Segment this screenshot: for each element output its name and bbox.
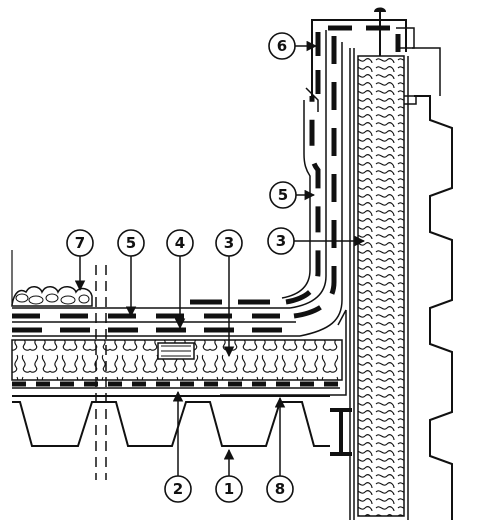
callout-3a: 3 bbox=[215, 229, 243, 358]
callout-5a-text: 5 bbox=[126, 234, 136, 252]
callout-2-text: 2 bbox=[173, 480, 183, 498]
callout-8-text: 8 bbox=[275, 480, 285, 498]
callout-5b: 5 bbox=[269, 181, 316, 209]
callout-4: 4 bbox=[166, 229, 194, 330]
callout-8: 8 bbox=[266, 396, 294, 503]
callout-3b-text: 3 bbox=[276, 232, 286, 250]
external-cladding bbox=[412, 47, 453, 520]
callout-5a: 5 bbox=[117, 229, 145, 318]
vertical-fastener-line bbox=[95, 265, 107, 480]
i-beam bbox=[330, 408, 352, 456]
roof-layers bbox=[11, 299, 343, 389]
wall-insulation bbox=[349, 27, 417, 520]
cap-flashing bbox=[305, 7, 407, 112]
callout-5b-text: 5 bbox=[278, 186, 288, 204]
callout-3a-text: 3 bbox=[224, 234, 234, 252]
membrane-upturn bbox=[220, 30, 347, 396]
steel-deck bbox=[12, 395, 330, 447]
callout-3b: 3 bbox=[267, 227, 366, 255]
callout-6: 6 bbox=[268, 32, 318, 60]
callout-1: 1 bbox=[215, 448, 243, 503]
callout-1-text: 1 bbox=[224, 480, 234, 498]
callout-7: 7 bbox=[66, 229, 94, 292]
callout-4-text: 4 bbox=[175, 234, 185, 252]
callout-7-text: 7 bbox=[75, 234, 85, 252]
callout-6-text: 6 bbox=[277, 37, 287, 55]
callout-2: 2 bbox=[164, 390, 192, 503]
